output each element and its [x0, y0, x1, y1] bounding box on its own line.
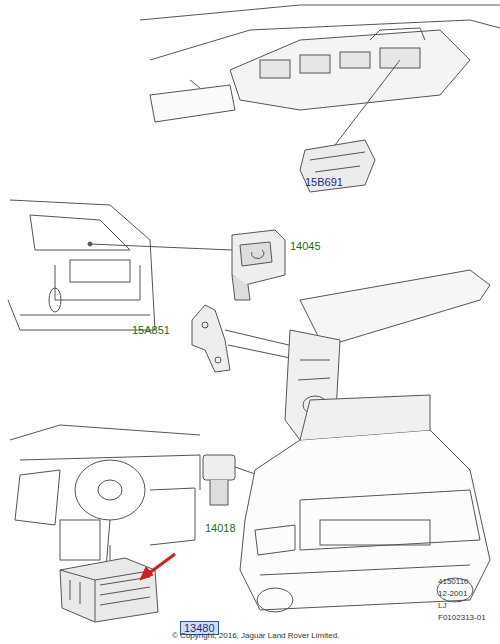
drawing-note: 4150110 — [438, 578, 469, 587]
drawing-note: 12-2001 — [438, 590, 467, 599]
callout-number: 15A851 — [132, 324, 170, 336]
callout-number: 15B691 — [305, 176, 343, 188]
callout-number: 14018 — [205, 522, 236, 534]
drawing-note: LJ — [438, 602, 446, 611]
drawing-note: F0102313-01 — [438, 614, 486, 623]
callout-number: 14045 — [290, 240, 321, 252]
copyright-note: © Copyright, 2016, Jaguar Land Rover Lim… — [172, 632, 339, 641]
